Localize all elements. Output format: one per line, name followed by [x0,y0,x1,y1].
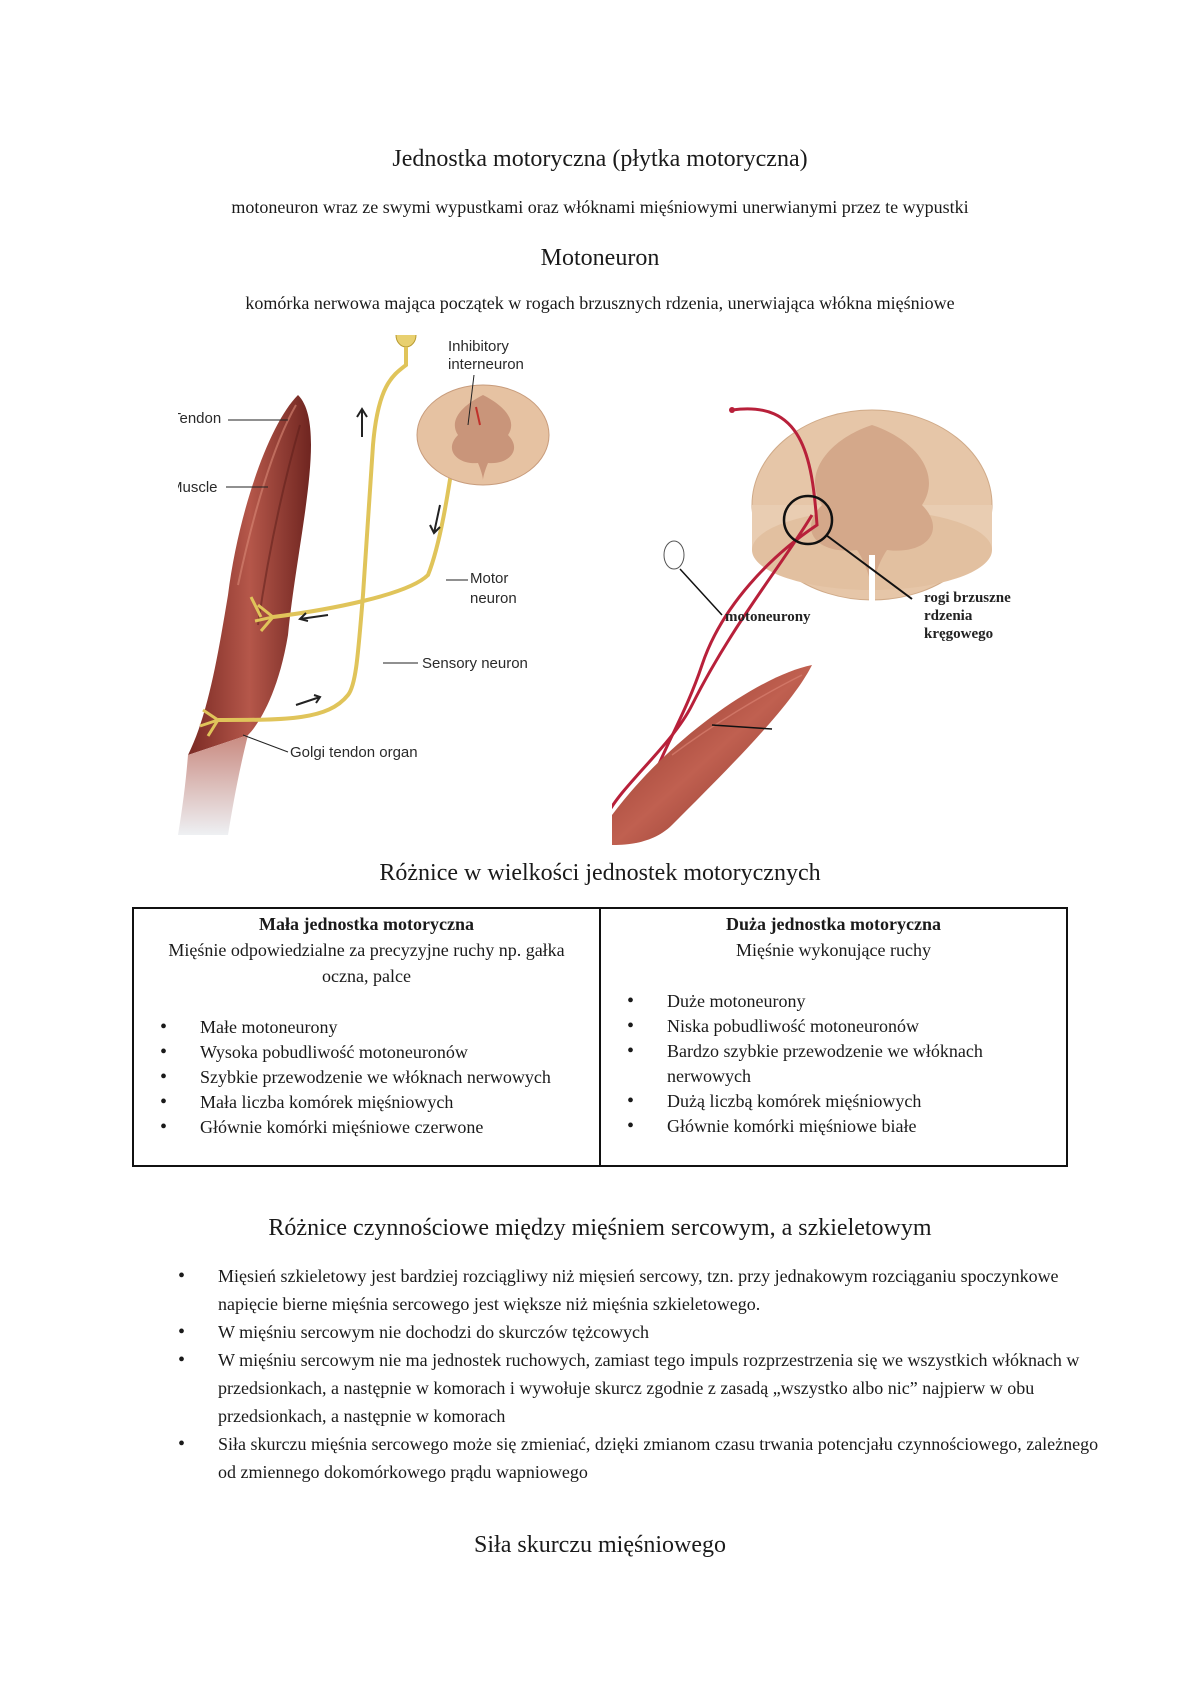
heading-size-differences: Różnice w wielkości jednostek motoryczny… [379,860,821,886]
label-neuron: neuron [470,590,517,607]
label-inhibitory: Inhibitory [448,338,509,355]
label-sensory-neuron: Sensory neuron [422,655,528,672]
functional-differences-list: Mięsień szkieletowy jest bardziej rozcią… [178,1262,1118,1486]
sensory-cell-body [395,335,417,348]
tendon-shape [178,735,248,835]
large-unit-title: Duża jednostka motoryczna [726,914,941,934]
spinal-cord-figure: motoneurony rogi brzuszne rdzenia kręgow… [612,407,1011,845]
motor-unit-definition: motoneuron wraz ze swymi wypustkami oraz… [231,197,969,217]
motor-neuron-line [272,439,458,619]
list-item: Małe motoneurony [160,1015,589,1040]
small-unit-title: Mała jednostka motoryczna [259,914,474,934]
muscle-shape [188,395,311,755]
label-kregowego: kręgowego [924,626,993,642]
heading-muscle-force: Siła skurczu mięśniowego [474,1532,726,1558]
list-item: Niska pobudliwość motoneuronów [627,1014,1056,1039]
list-item: Głównie komórki mięśniowe białe [627,1114,1056,1139]
heading-motoneuron: Motoneuron [540,245,660,271]
label-golgi: Golgi tendon organ [290,744,418,761]
label-interneuron: interneuron [448,356,524,373]
list-item: Mięsień szkieletowy jest bardziej rozcią… [178,1262,1118,1318]
small-unit-description: Mięśnie odpowiedzialne za precyzyjne ruc… [168,940,565,986]
large-unit-column: Duża jednostka motoryczna Mięśnie wykonu… [599,907,1068,1167]
label-muscle: Muscle [178,479,218,496]
large-unit-description: Mięśnie wykonujące ruchy [736,940,931,960]
list-item: Bardzo szybkie przewodzenie we włóknach … [627,1039,1056,1089]
label-tendon: Tendon [178,410,221,427]
spinal-cord-large [751,409,993,645]
small-unit-column: Mała jednostka motoryczna Mięśnie odpowi… [132,907,601,1167]
list-item: Mała liczba komórek mięśniowych [160,1090,589,1115]
heading-functional-differences: Różnice czynnościowe między mięśniem ser… [268,1215,932,1241]
list-item: W mięśniu sercowym nie dochodzi do skurc… [178,1318,1118,1346]
ventral-horn-circle [782,494,834,546]
motoneuron-definition: komórka nerwowa mająca początek w rogach… [245,293,955,313]
large-unit-list: Duże motoneurony Niska pobudliwość moton… [611,989,1056,1139]
label-rogi: rogi brzuszne [924,590,1011,606]
list-item: Szybkie przewodzenie we włóknach nerwowy… [160,1065,589,1090]
list-item: Duże motoneurony [627,989,1056,1014]
label-motor: Motor [470,570,508,587]
motoneuron-path-2 [612,514,814,810]
list-item: Wysoka pobudliwość motoneuronów [160,1040,589,1065]
spinal-cord-small [416,384,550,486]
list-item: W mięśniu sercowym nie ma jednostek ruch… [178,1346,1118,1430]
list-item: Głównie komórki mięśniowe czerwone [160,1115,589,1140]
heading-motor-unit: Jednostka motoryczna (płytka motoryczna) [392,146,808,172]
label-rdzenia: rdzenia [924,608,973,624]
muscle-bottom [612,665,812,845]
label-motoneurony: motoneurony [725,609,811,625]
list-item: Siła skurczu mięśnia sercowego może się … [178,1430,1118,1486]
sensory-neuron-line [217,347,408,722]
motor-unit-comparison-table: Mała jednostka motoryczna Mięśnie odpowi… [132,907,1068,1167]
small-unit-list: Małe motoneurony Wysoka pobudliwość moto… [144,1015,589,1140]
list-item: Dużą liczbą komórek mięśniowych [627,1089,1056,1114]
reflex-arc-figure: Inhibitory interneuron Tendon Muscle Mot… [178,335,550,835]
